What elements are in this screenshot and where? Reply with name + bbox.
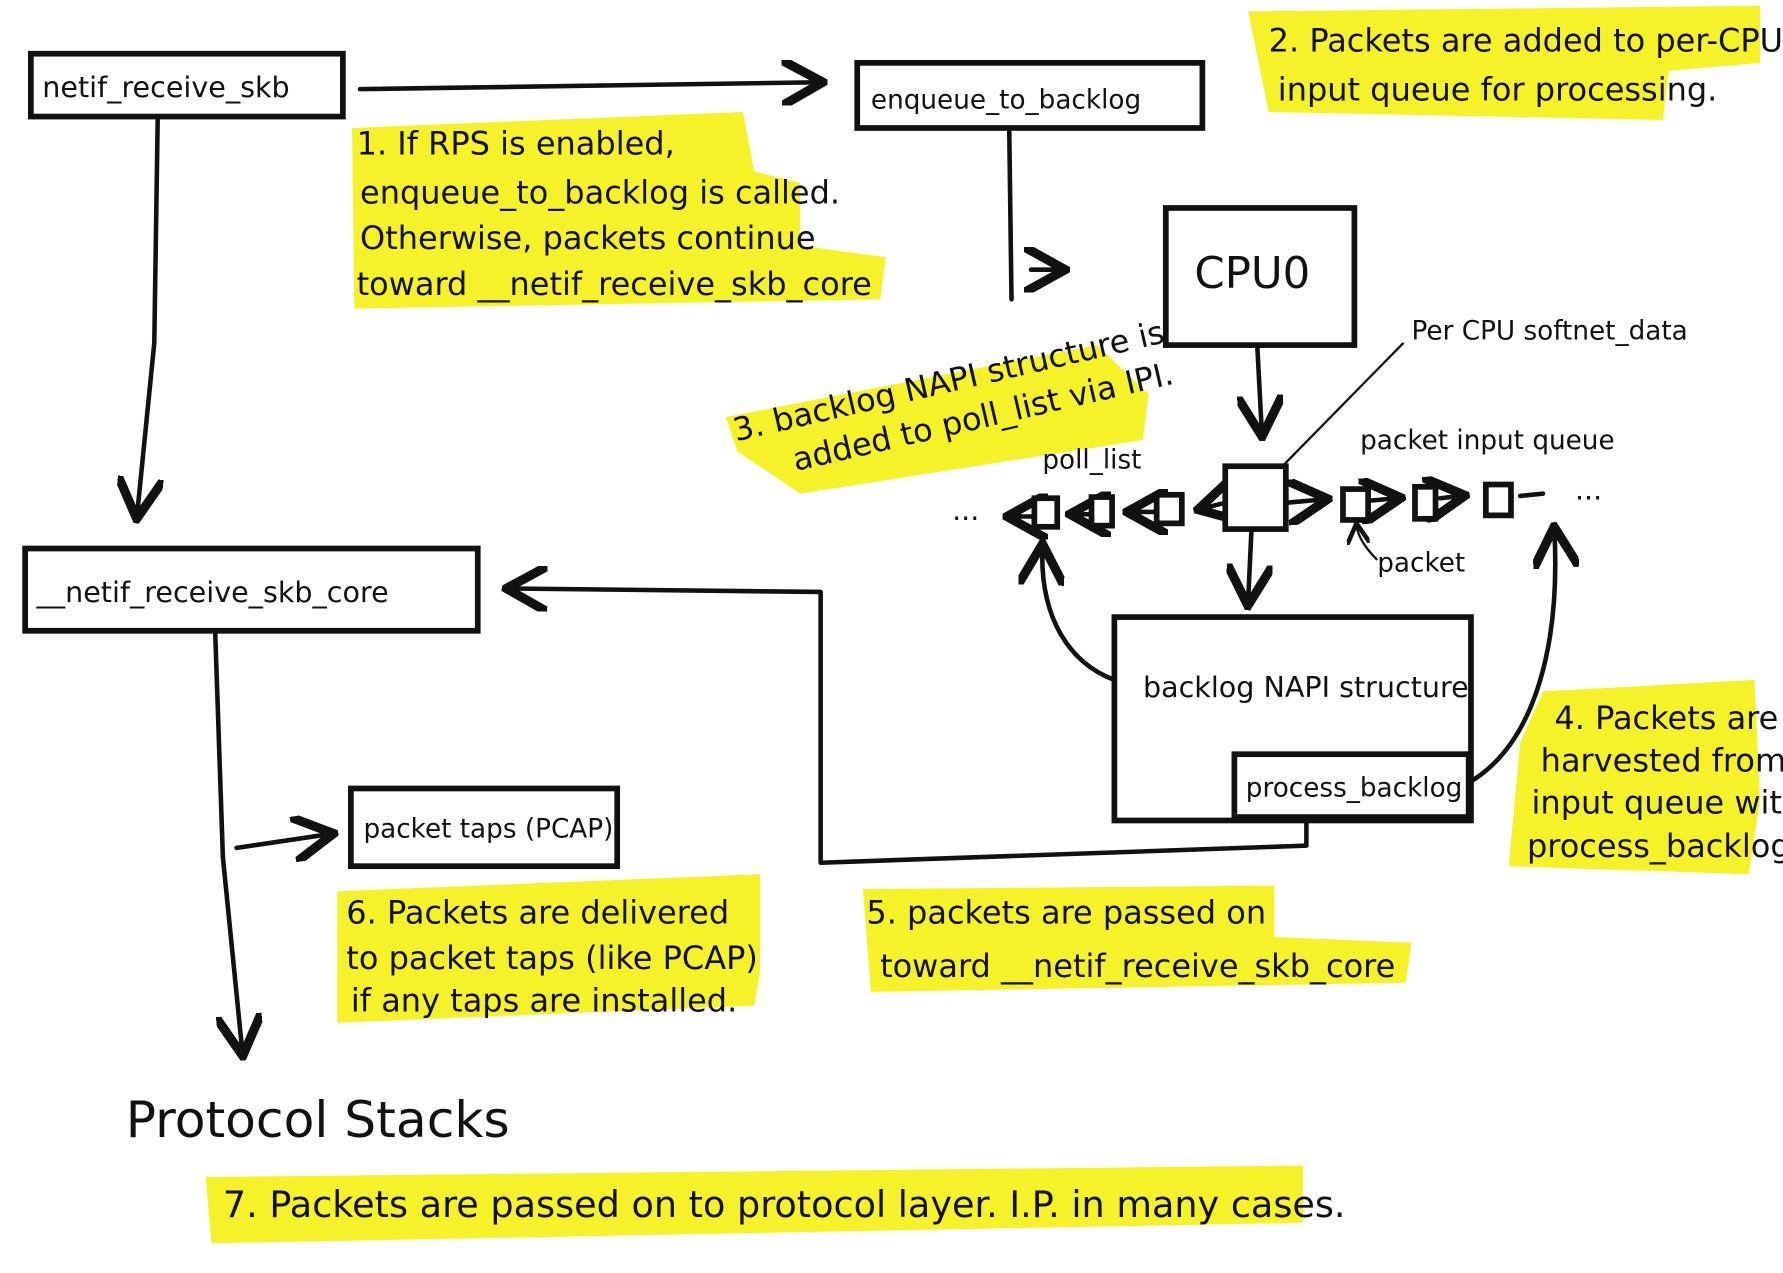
packet-label: packet xyxy=(1377,548,1465,578)
note2-highlight xyxy=(1248,5,1761,120)
protocol-stacks-label: Protocol Stacks xyxy=(126,1090,510,1149)
note7-highlight xyxy=(205,1165,1303,1244)
process-backlog-to-core-arrow xyxy=(511,589,1309,866)
note4-highlight xyxy=(1508,679,1761,875)
packet-item xyxy=(1412,483,1439,522)
queue-link xyxy=(1517,491,1546,499)
note-line: 1. If RPS is enabled, xyxy=(357,124,675,162)
netif-receive-skb-core-box: __netif_receive_skb_core xyxy=(22,545,481,634)
arrow-to-packet-taps xyxy=(234,834,330,848)
napi-to-poll-list-arrow xyxy=(1042,549,1117,683)
note-line: if any taps are installed. xyxy=(351,981,737,1019)
arrow-to-enqueue xyxy=(357,82,818,89)
note-1: 1. If RPS is enabled, enqueue_to_backlog… xyxy=(357,124,872,303)
cpu-to-softnet-arrow xyxy=(1257,342,1262,432)
note-line: process_backlog xyxy=(1527,827,1783,865)
note-line: harvested from xyxy=(1541,741,1783,779)
packet-item xyxy=(1482,481,1514,519)
poll-list-ellipsis: ... xyxy=(952,493,979,527)
netif-receive-skb-box: netif_receive_skb xyxy=(28,50,346,120)
cpu-box: CPU0 xyxy=(1162,205,1358,348)
note-line: 4. Packets are xyxy=(1554,699,1778,737)
poll-list-items xyxy=(1031,491,1185,530)
note6-highlight xyxy=(337,874,761,1023)
process-backlog-label: process_backlog xyxy=(1246,773,1463,803)
queue-link xyxy=(1440,496,1461,498)
enqueue-to-backlog-box: enqueue_to_backlog xyxy=(854,59,1206,131)
packet-taps-label: packet taps (PCAP) xyxy=(363,815,613,845)
packet-taps-box: packet taps (PCAP) xyxy=(348,785,621,870)
connectors xyxy=(137,82,1555,1051)
note-line: 7. Packets are passed on to protocol lay… xyxy=(223,1183,1346,1226)
note-line: input queue with xyxy=(1532,784,1783,822)
poll-list-item xyxy=(1153,491,1185,527)
note-line: 6. Packets are delivered xyxy=(346,893,729,931)
poll-link xyxy=(1202,503,1225,509)
backlog-napi-box: backlog NAPI structure process_backlog xyxy=(1111,614,1474,824)
core-to-protocol-arrow xyxy=(212,620,242,1052)
note1-highlight xyxy=(352,111,886,309)
note5-highlight xyxy=(862,885,1412,992)
poll-list-item xyxy=(1031,495,1061,530)
packet-input-queue-items xyxy=(1340,481,1514,523)
note-line: 5. packets are passed on xyxy=(866,893,1266,931)
netif-receive-skb-core-label: __netif_receive_skb_core xyxy=(36,575,389,609)
cpu-label: CPU0 xyxy=(1194,249,1310,299)
backlog-napi-label: backlog NAPI structure xyxy=(1143,670,1469,704)
note-5: 5. packets are passed on toward __netif_… xyxy=(866,893,1395,985)
note3-highlight xyxy=(725,345,1149,494)
note-line: toward __netif_receive_skb_core xyxy=(357,265,872,303)
queue-link xyxy=(1283,499,1324,502)
note-line: Otherwise, packets continue xyxy=(360,219,816,257)
queue-link xyxy=(1372,498,1397,500)
softnet-data-box xyxy=(1222,463,1289,532)
note-line: input queue for processing. xyxy=(1278,71,1718,109)
packet-input-queue-label: packet input queue xyxy=(1360,426,1615,456)
note-line: toward __netif_receive_skb_core xyxy=(880,947,1395,985)
packet-pointer xyxy=(1357,526,1379,561)
note-line: 2. Packets are added to per-CPU xyxy=(1269,21,1783,59)
softnet-to-napi-arrow xyxy=(1248,526,1251,601)
enqueue-to-backlog-label: enqueue_to_backlog xyxy=(871,86,1141,116)
note-line: enqueue_to_backlog is called. xyxy=(360,173,840,211)
queue-ellipsis: ... xyxy=(1575,472,1602,506)
process-backlog-box xyxy=(1231,751,1472,820)
packet-item xyxy=(1340,486,1371,523)
arrow-to-netif-core xyxy=(137,114,158,515)
softnet-data-label: Per CPU softnet_data xyxy=(1412,316,1688,346)
note-line: to packet taps (like PCAP) xyxy=(346,939,758,977)
process-backlog-to-queue-arrow xyxy=(1466,531,1556,786)
note-4: 4. Packets are harvested from input queu… xyxy=(1527,699,1783,865)
poll-list-item xyxy=(1088,494,1115,529)
softnet-pointer xyxy=(1279,342,1405,470)
poll-list-label: poll_list xyxy=(1042,446,1141,476)
netif-receive-skb-label: netif_receive_skb xyxy=(42,70,289,104)
enqueue-line xyxy=(1006,125,1014,302)
note-2: 2. Packets are added to per-CPU input qu… xyxy=(1269,21,1783,108)
note-7: 7. Packets are passed on to protocol lay… xyxy=(223,1183,1346,1226)
highlights xyxy=(205,5,1761,1244)
note-6: 6. Packets are delivered to packet taps … xyxy=(346,893,758,1019)
